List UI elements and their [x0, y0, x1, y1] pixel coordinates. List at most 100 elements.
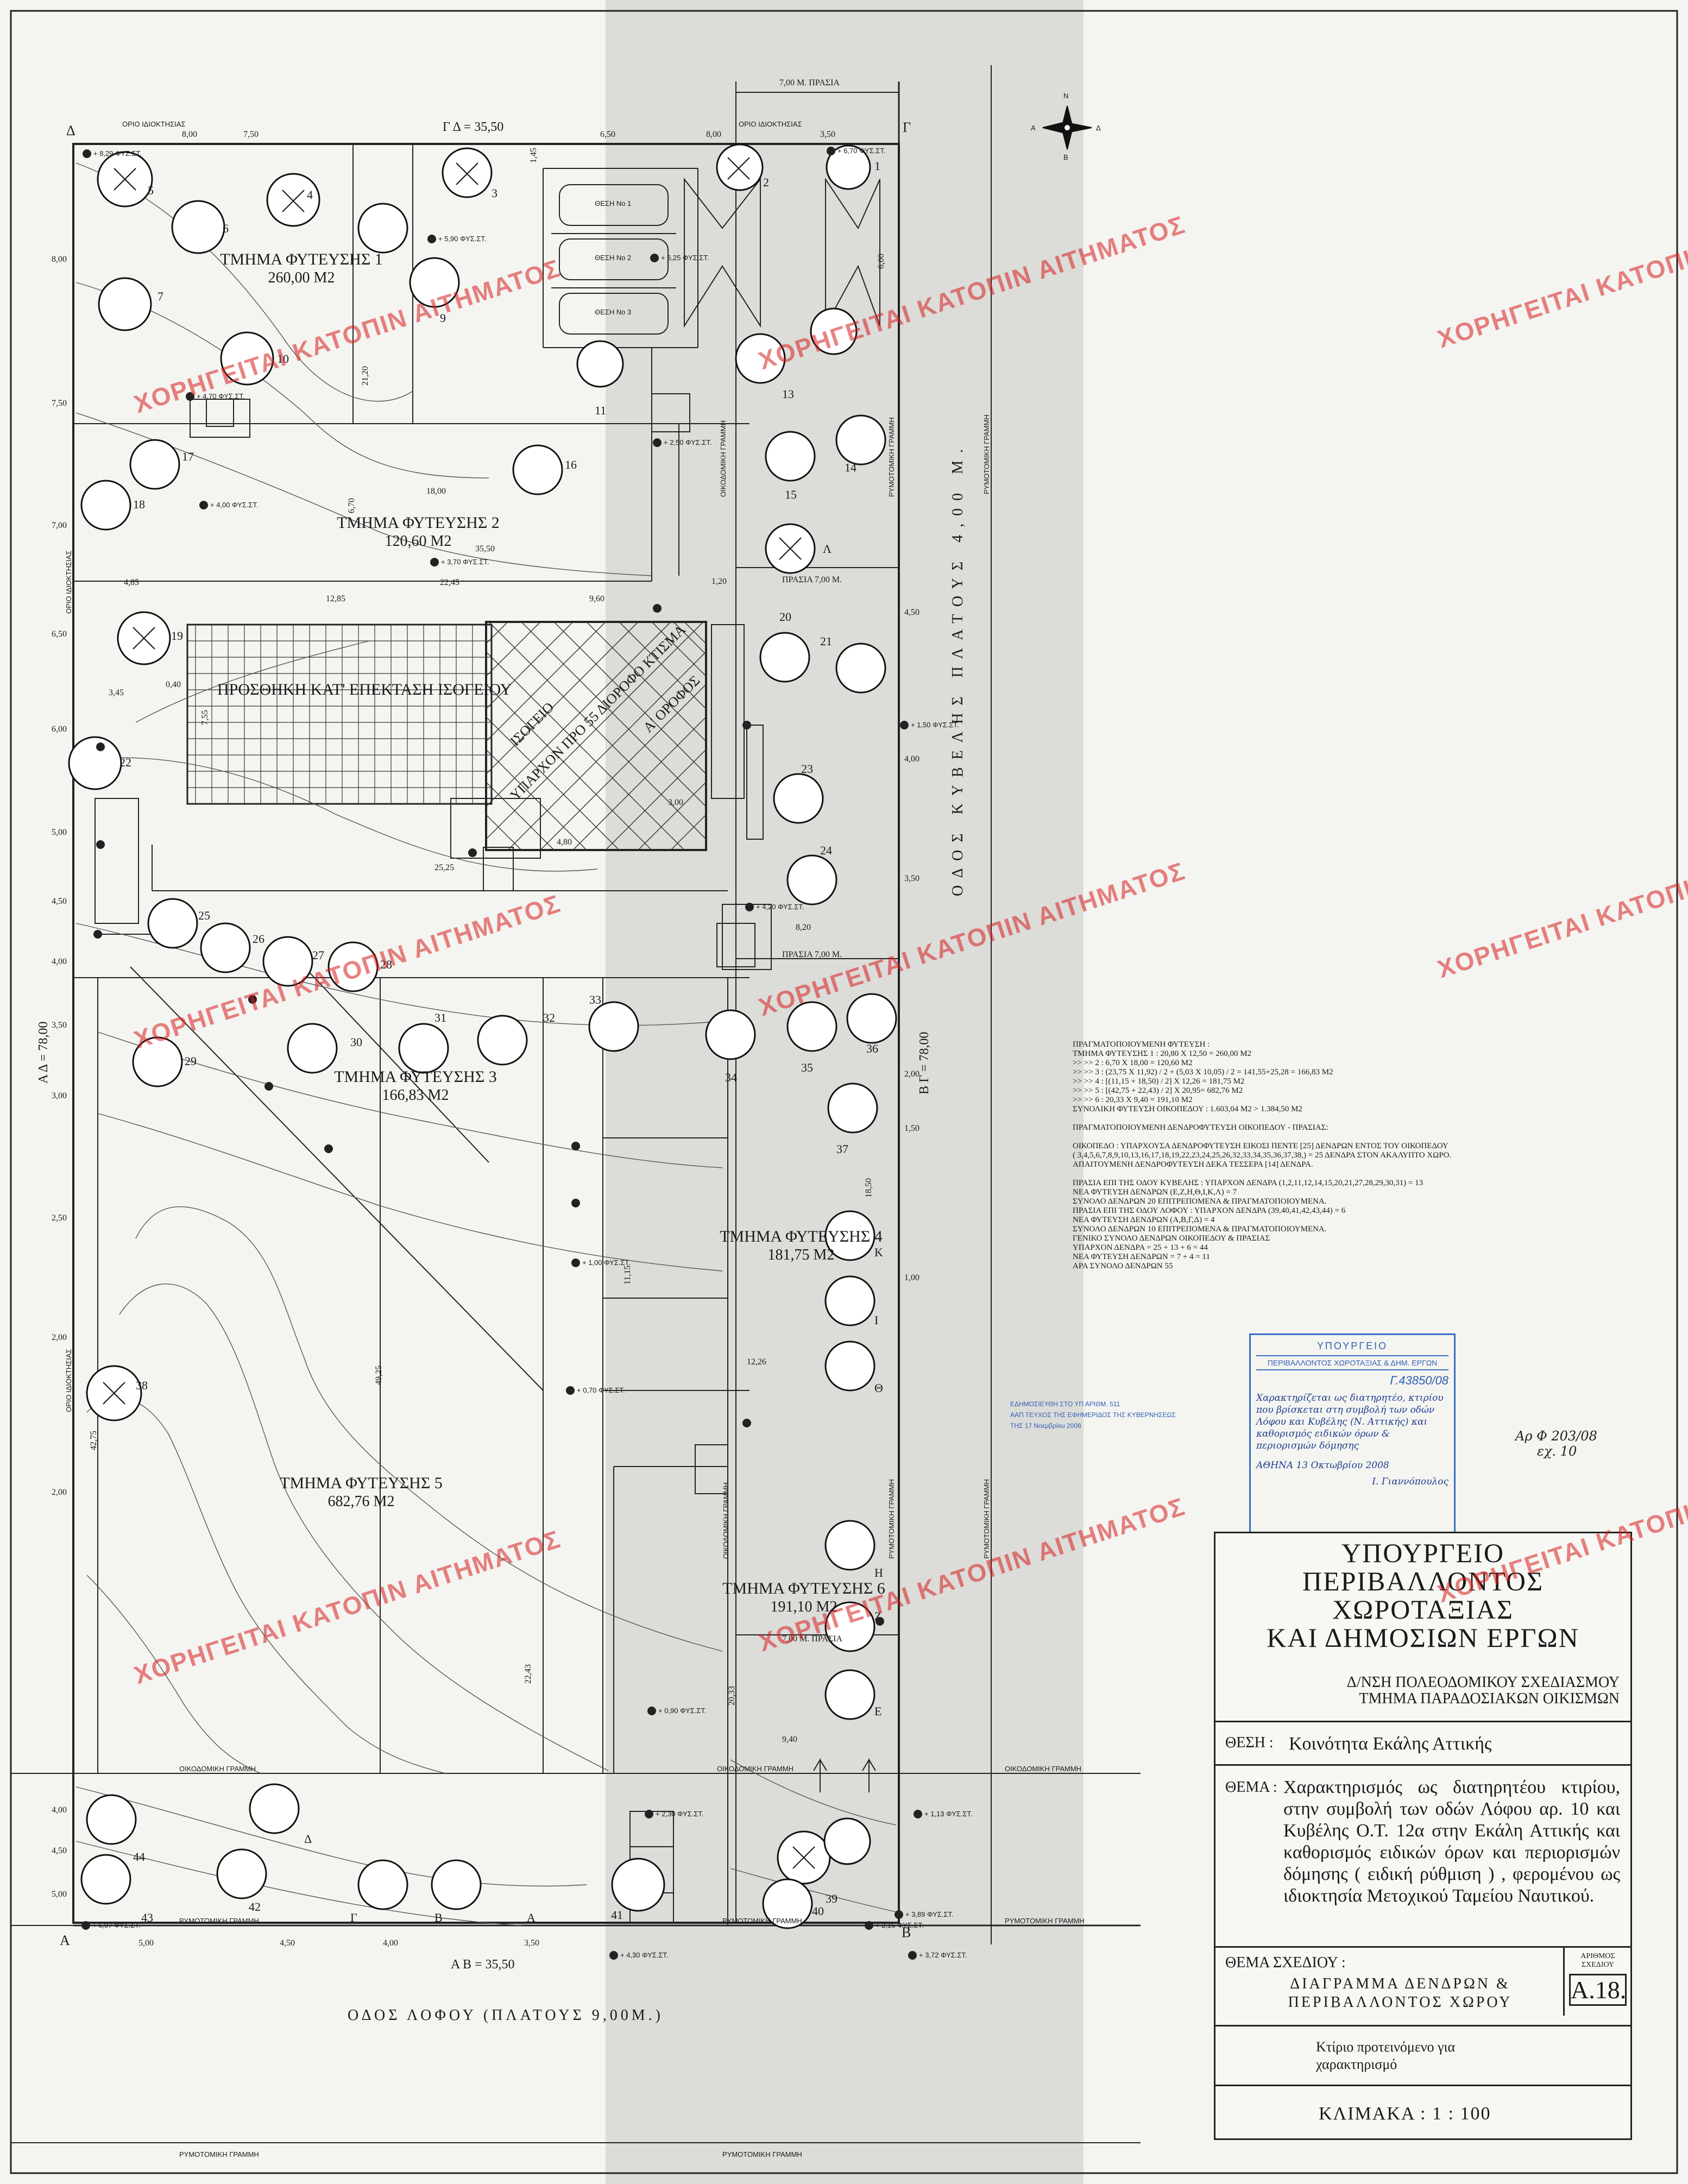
dim-4-00: 4,00: [383, 1938, 398, 1948]
note-line: >> >> 6 : 20,33 Χ 9,40 = 191,10 Μ2: [1073, 1096, 1193, 1104]
note-line: ΝΕΑ ΦΥΤΕΥΣΗ ΔΕΝΔΡΩΝ = 7 + 4 = 11: [1073, 1253, 1210, 1261]
elev-7: + 3,70 ΦΥΣ.ΣΤ.: [441, 558, 489, 566]
note-line: >> >> 5 : [(42,75 + 22,43) / 2] Χ 20,95=…: [1073, 1086, 1243, 1095]
drawing-subject-value: ΔΙΑΓΡΑΜΜΑ ΔΕΝΔΡΩΝ & ΠΕΡΙΒΑΛΛΟΝΤΟΣ ΧΩΡΟΥ: [1288, 1975, 1513, 2011]
contour-r-4-00: 4,00: [904, 754, 919, 764]
north-e: Δ: [1096, 124, 1101, 132]
zone-3-area: 166,83 Μ2: [382, 1087, 449, 1104]
tree-7: 7: [158, 289, 163, 303]
tree-2: 2: [763, 175, 769, 189]
building-note: Κτίριο προτεινόμενο για χαρακτηρισμό: [1316, 2039, 1456, 2072]
tree-13: 13: [782, 387, 794, 401]
note-line: ΑΠΑΙΤΟΥΜΕΝΗ ΔΕΝΔΡΟΦΥΤΕΥΣΗ ΔΕΚΑ ΤΕΣΣΕΡΑ […: [1073, 1160, 1313, 1169]
zone-2-title: ΤΜΗΜΑ ΦΥΤΕΥΣΗΣ 2: [337, 514, 500, 532]
tree-1: 1: [874, 159, 880, 173]
note-line: [1073, 1169, 1561, 1179]
elev-13: + 2,30 ΦΥΣ.ΣΤ.: [656, 1810, 704, 1818]
road-lofou: ΟΔΟΣ ΛΟΦΟΥ (ΠΛΑΤΟΥΣ 9,00Μ.): [348, 2007, 664, 2024]
tree-30: 30: [350, 1035, 362, 1049]
tree-3: 3: [492, 186, 497, 200]
tree-E: Ε: [874, 1704, 882, 1718]
tree-44: 44: [133, 1850, 145, 1864]
oikodomiki-v2: ΟΙΚΟΔΟΜΙΚΗ ΓΡΑΜΜΗ: [722, 1482, 730, 1559]
tree-25: 25: [198, 909, 210, 922]
tree-19: 19: [171, 629, 183, 643]
tree-17: 17: [182, 450, 194, 463]
contour-4-50-b: 4,50: [52, 1846, 67, 1855]
planting-notes: ΠΡΑΓΜΑΤΟΠΟΙΟΥΜΕΝΗ ΦΥΤΕΥΣΗ : ΤΜΗΜΑ ΦΥΤΕΥΣ…: [1073, 1040, 1561, 1271]
parking-1: ΘΕΣΗ No 1: [595, 199, 632, 207]
side-bg: Β Γ = 78,00: [917, 1031, 931, 1094]
tree-35: 35: [801, 1061, 813, 1074]
elev-18: + 2,16 ΦΥΣ.ΣΤ.: [876, 1921, 924, 1929]
oikodomiki-h3: ΟΙΚΟΔΟΜΙΚΗ ΓΡΑΜΜΗ: [1005, 1765, 1082, 1773]
dim-7-55: 7,55: [200, 710, 210, 725]
department: Δ/ΝΣΗ ΠΟΛΕΟΔΟΜΙΚΟΥ ΣΧΕΔΙΑΣΜΟΥ ΤΜΗΜΑ ΠΑΡΑ…: [1215, 1675, 1630, 1707]
tree-5: 5: [148, 184, 154, 197]
contour-lines: [75, 162, 897, 1926]
tree-21: 21: [820, 634, 832, 648]
north-n: Ν: [1063, 92, 1069, 100]
parking-2: ΘΕΣΗ No 2: [595, 254, 632, 262]
side-gd: Γ Δ = 35,50: [443, 120, 504, 134]
stamp-ref: Γ.43850/08: [1390, 1374, 1448, 1387]
elev-12: + 0,90 ΦΥΣ.ΣΤ.: [658, 1707, 707, 1715]
zone-6-area: 191,10 Μ2: [770, 1598, 837, 1615]
tree-16: 16: [565, 458, 577, 471]
elev-10: + 1,00 ΦΥΣ.ΣΤ.: [582, 1258, 631, 1267]
rymotomiki-h1: ΡΥΜΟΤΟΜΙΚΗ ΓΡΑΜΜΗ: [179, 1917, 259, 1925]
location-label: ΘΕΣΗ :: [1225, 1734, 1274, 1751]
orio-top-left: ΟΡΙΟ ΙΔΙΟΚΤΗΣΙΑΣ: [122, 120, 186, 128]
zone-1-area: 260,00 Μ2: [268, 269, 335, 286]
tree-A: Α: [527, 1911, 536, 1924]
tree-4: 4: [307, 188, 313, 202]
handwritten-line: εχ. 10: [1537, 1444, 1577, 1459]
note-line: [1073, 1132, 1561, 1142]
stamp-text: Χαρακτηρίζεται ως διατηρητέο, κτιρίου πο…: [1256, 1393, 1444, 1451]
note-line: ΠΡΑΣΙΑ ΕΠΙ ΤΗΣ ΟΔΟΥ ΛΟΦΟΥ : ΥΠΑΡΧΟΝ ΔΕΝΔ…: [1073, 1206, 1346, 1215]
dim-18-50: 18,50: [864, 1178, 873, 1198]
publication-note-line: ΑΑΠ ΤΕΥΧΟΣ ΤΗΣ ΕΦΗΜΕΡΙΔΟΣ ΤΗΣ ΚΥΒΕΡΝΗΣΕΩ…: [1010, 1411, 1176, 1419]
tree-TH: Θ: [874, 1381, 883, 1395]
note-line: ΣΥΝΟΛΙΚΗ ΦΥΤΕΥΣΗ ΟΙΚΟΠΕΔΟΥ : 1.603,04 Μ2…: [1073, 1105, 1302, 1113]
drawing-number-label: ΑΡΙΘΜΟΣ ΣΧΕΔΙΟΥ: [1580, 1952, 1615, 1969]
scale-row: ΚΛΙΜΑΚΑ : 1 : 100: [1215, 2085, 1630, 2139]
tree-28: 28: [380, 958, 392, 971]
ministry-line: ΧΩΡΟΤΑΞΙΑΣ: [1332, 1594, 1514, 1625]
tree-9: 9: [440, 311, 446, 325]
tree-6: 6: [223, 222, 229, 235]
note-line: ΠΡΑΓΜΑΤΟΠΟΙΟΥΜΕΝΗ ΦΥΤΕΥΣΗ :: [1073, 1040, 1210, 1049]
tree-B: Β: [434, 1911, 443, 1924]
dim-5-00: 5,00: [138, 1938, 154, 1948]
stamp-header: ΥΠΟΥΡΓΕΙΟ: [1317, 1340, 1388, 1351]
dim-0-40: 0,40: [166, 680, 181, 689]
tree-23: 23: [801, 762, 813, 776]
elev-6: + 4,70 ΦΥΣ.ΣΤ.: [197, 392, 245, 400]
tree-39: 39: [826, 1892, 837, 1905]
existing-building-hatch: [486, 621, 707, 851]
location-value: Κοινότητα Εκάλης Αττικής: [1289, 1734, 1492, 1754]
department-line: Δ/ΝΣΗ ΠΟΛΕΟΔΟΜΙΚΟΥ ΣΧΕΔΙΑΣΜΟΥ: [1346, 1674, 1620, 1691]
note-line: ( 3,4,5,6,7,8,9,10,13,16,17,18,19,22,23,…: [1073, 1151, 1452, 1160]
tree-D: Δ: [304, 1832, 312, 1846]
contour-r-1-00: 1,00: [904, 1273, 919, 1282]
dim-8-00-b: 8,00: [706, 130, 721, 139]
tree-36: 36: [866, 1042, 878, 1055]
entrance-arrows: [813, 1758, 876, 1792]
dim-9-40: 9,40: [782, 1735, 797, 1744]
department-line: ΤΜΗΜΑ ΠΑΡΑΔΟΣΙΑΚΩΝ ΟΙΚΙΣΜΩΝ: [1359, 1690, 1620, 1707]
tree-29: 29: [185, 1054, 197, 1068]
zone-5-title: ΤΜΗΜΑ ΦΥΤΕΥΣΗΣ 5: [280, 1474, 443, 1492]
rymotomiki-h5: ΡΥΜΟΤΟΜΙΚΗ ΓΡΑΜΜΗ: [722, 2150, 802, 2158]
note-line: ΝΕΑ ΦΥΤΕΥΣΗ ΔΕΝΔΡΩΝ (Α,Β,Γ,Δ) = 4: [1073, 1216, 1215, 1224]
dim-12-26: 12,26: [747, 1357, 766, 1367]
dim-1-20: 1,20: [711, 577, 727, 586]
scale: ΚΛΙΜΑΚΑ : 1 : 100: [1319, 2104, 1491, 2124]
prasia-top: 7,00 Μ. ΠΡΑΣΙΑ: [779, 78, 840, 87]
contour-3-50: 3,50: [52, 1021, 67, 1030]
tree-H: Η: [874, 1566, 883, 1579]
elev-2: + 6,70 ΦΥΣ.ΣΤ.: [837, 147, 886, 155]
contour-r-4-50: 4,50: [904, 608, 919, 617]
elev-11: + 0,70 ΦΥΣ.ΣΤ.: [577, 1386, 625, 1394]
stamp-signature: Ι. Γιαννόπουλος: [1372, 1476, 1448, 1487]
